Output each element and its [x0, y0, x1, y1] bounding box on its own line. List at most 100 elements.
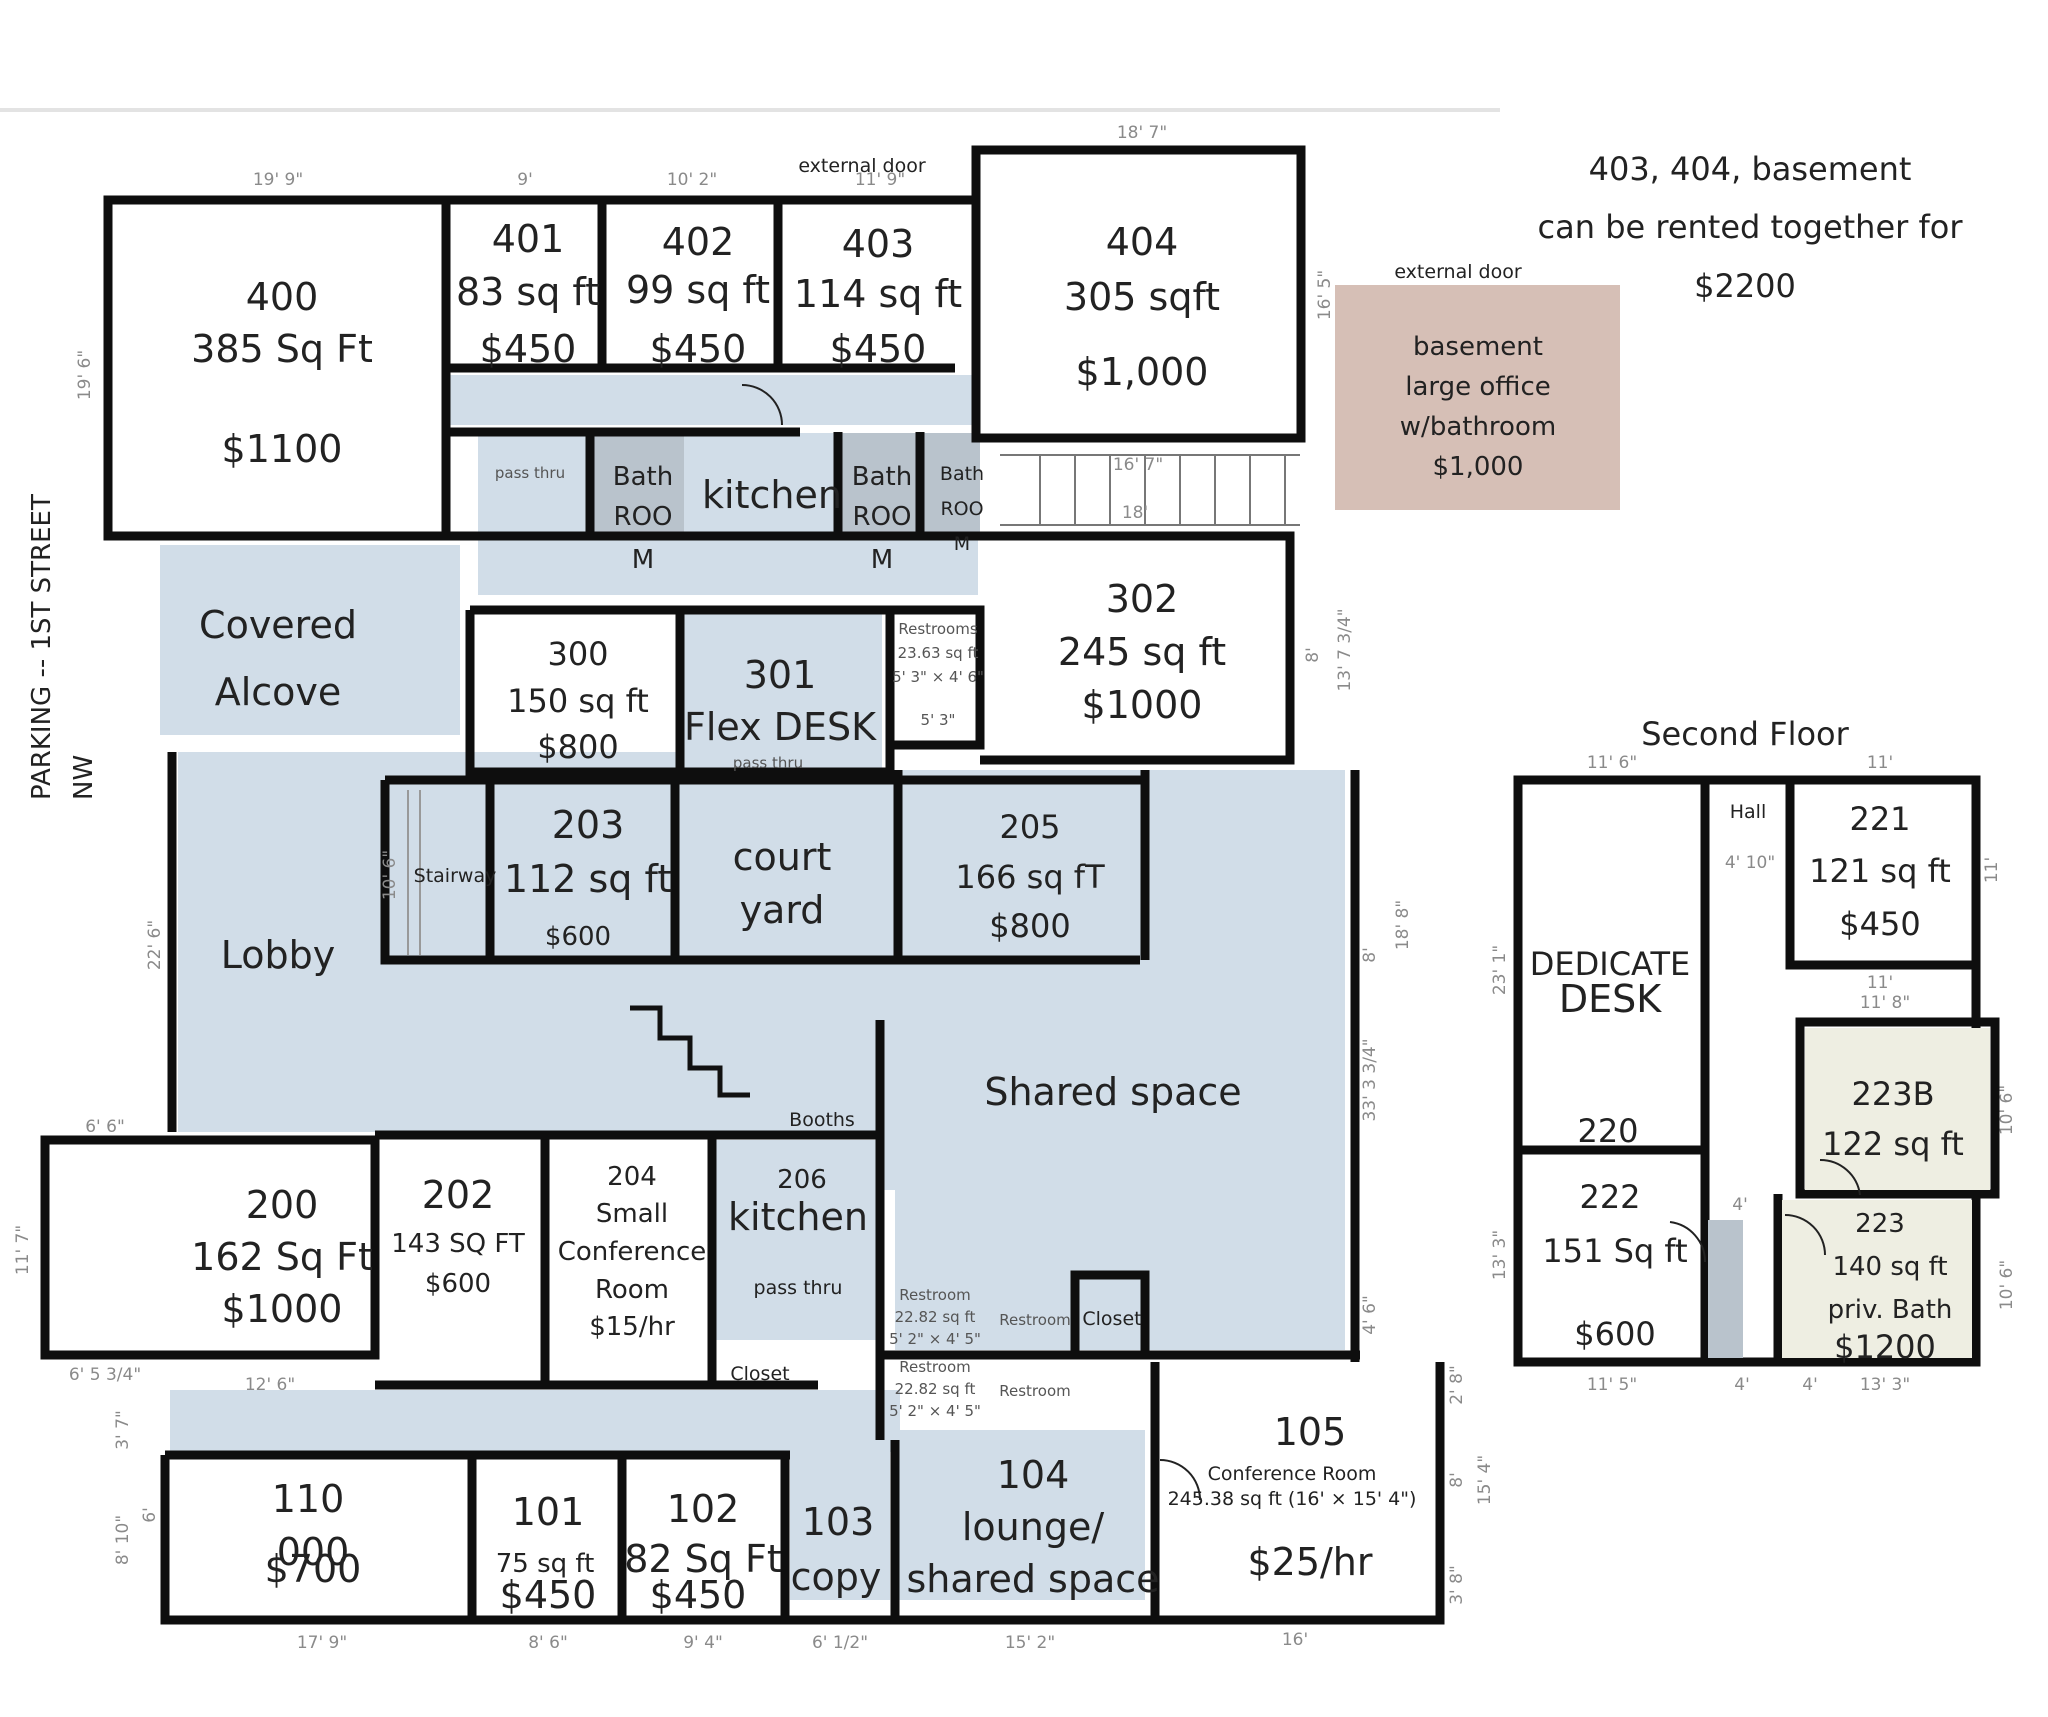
- dim: 10' 6": [380, 850, 400, 900]
- dim: 13' 3": [1490, 1230, 1510, 1280]
- dim: 2' 8": [1447, 1365, 1467, 1405]
- room-103-number: 103: [802, 1500, 875, 1544]
- dim: 11' 6": [1587, 753, 1637, 773]
- dim: 4': [1732, 1195, 1748, 1215]
- dim: 11': [1867, 753, 1893, 773]
- room-206-area: [715, 1140, 880, 1340]
- dim: 10' 2": [667, 170, 717, 190]
- bath-fills: [592, 433, 980, 533]
- room-203-number: 203: [552, 803, 625, 847]
- bath-1-fill: [592, 433, 684, 533]
- stairway-label: Stairway: [414, 865, 497, 887]
- dim: 11': [1867, 973, 1893, 993]
- room-204-price: $15/hr: [589, 1312, 675, 1342]
- courtyard-area: [678, 782, 896, 957]
- door-arc-1: [741, 384, 783, 426]
- room-101-price: $450: [500, 1573, 597, 1617]
- room-203-size: 112 sq ft: [504, 857, 672, 901]
- covered-alcove-2: Alcove: [215, 670, 342, 714]
- room-104-area: [895, 1430, 1145, 1600]
- combo-price: $2200: [1694, 267, 1796, 305]
- room-301-area: [682, 608, 882, 770]
- wall-restroom-a: [885, 605, 985, 750]
- dim: 9' 4": [683, 1633, 723, 1653]
- room-110-ghost: 000: [277, 1530, 350, 1574]
- sf-221-price: $450: [1839, 905, 1920, 943]
- basement-box: [1335, 285, 1620, 510]
- room-104-number: 104: [997, 1453, 1070, 1497]
- wall-row-200s: [380, 780, 1140, 965]
- covered-alcove-area: [160, 545, 460, 735]
- dim: 16': [1282, 1630, 1308, 1650]
- room-400-price: $1100: [222, 427, 343, 471]
- sf-220-b: DESK: [1559, 977, 1662, 1021]
- dim: 3' 7": [113, 1410, 133, 1450]
- sf-220-a: DEDICATE: [1530, 945, 1690, 983]
- room-403-price: $450: [830, 327, 927, 371]
- dim: 10' 6": [1997, 1260, 2017, 1310]
- restroom-c-4: Restroom: [999, 1382, 1070, 1400]
- dim: 6' 5 3/4": [69, 1365, 141, 1385]
- shared-areas: [160, 375, 1345, 1600]
- basement-price: $1,000: [1433, 452, 1524, 482]
- closet-label: Closet: [1082, 1308, 1141, 1330]
- dim: 8': [1303, 647, 1323, 663]
- room-400-number: 400: [246, 275, 319, 319]
- dim: 15' 2": [1005, 1633, 1055, 1653]
- sf-223b-number: 223B: [1851, 1075, 1934, 1113]
- room-300-price: $800: [537, 728, 618, 766]
- room-302-size: 245 sq ft: [1058, 630, 1226, 674]
- room-203-price: $600: [545, 922, 611, 952]
- wall-404: [971, 145, 1306, 443]
- room-202-number: 202: [422, 1173, 495, 1217]
- bath-1-a: Bath: [613, 462, 673, 492]
- restroom-b-2: 22.82 sq ft: [895, 1308, 976, 1326]
- room-404-number: 404: [1106, 220, 1179, 264]
- restroom-c-2: 22.82 sq ft: [895, 1380, 976, 1398]
- dim: 18' 7": [1117, 123, 1167, 143]
- staircase-404-icon: [1000, 454, 1300, 526]
- dim: 11' 8": [1860, 993, 1910, 1013]
- dim: 16' 5": [1315, 270, 1335, 320]
- room-202-price: $600: [425, 1269, 491, 1299]
- room-105-line2: 245.38 sq ft (16' × 15' 4"): [1168, 1488, 1417, 1510]
- bath-2-c: M: [871, 545, 893, 575]
- dimension-labels: 19' 9" 9' 10' 2" 11' 9" 18' 7" 19' 6" 16…: [13, 123, 2017, 1653]
- room-205-number: 205: [999, 808, 1060, 846]
- room-104-line2: shared space: [906, 1557, 1159, 1601]
- room-301-number: 301: [744, 653, 817, 697]
- sf-223b: [1795, 1017, 2000, 1199]
- room-105-price: $25/hr: [1247, 1540, 1372, 1584]
- room-401-price: $450: [480, 327, 577, 371]
- sf-223-size: 140 sq ft: [1832, 1252, 1947, 1282]
- restroom-c-1: Restroom: [899, 1358, 970, 1376]
- dim: 9': [517, 170, 533, 190]
- restroom-a-2: 23.63 sq ft: [898, 644, 979, 662]
- dim: 8' 6": [528, 1633, 568, 1653]
- sf-hall: Hall: [1730, 801, 1767, 823]
- restroom-a-1: Restrooms: [898, 620, 977, 638]
- room-102-number: 102: [667, 1487, 740, 1531]
- stairway-icon: [407, 790, 421, 955]
- wall-302: [980, 531, 1295, 765]
- room-401-number: 401: [492, 217, 565, 261]
- room-301-label: Flex DESK: [684, 705, 877, 749]
- room-104-line1: lounge/: [962, 1505, 1104, 1549]
- bath-3-a: Bath: [940, 463, 984, 485]
- bath-1-b: ROO: [614, 502, 673, 532]
- bath-3-b: ROO: [940, 498, 983, 520]
- dim: 4' 6": [1360, 1295, 1380, 1335]
- dim: 6' 6": [85, 1117, 125, 1137]
- room-403-number: 403: [842, 222, 915, 266]
- dim: 12' 6": [245, 1375, 295, 1395]
- dim: 8' 10": [113, 1515, 133, 1565]
- dim: 4': [1734, 1375, 1750, 1395]
- sf-222-number: 222: [1579, 1178, 1640, 1216]
- dim: 17' 9": [297, 1633, 347, 1653]
- dim: 11': [1982, 857, 2002, 883]
- room-402-size: 99 sq ft: [626, 268, 770, 312]
- sf-220-number: 220: [1577, 1112, 1638, 1150]
- shared-space-lower: [878, 960, 1078, 1190]
- pass-thru-area: [478, 433, 588, 533]
